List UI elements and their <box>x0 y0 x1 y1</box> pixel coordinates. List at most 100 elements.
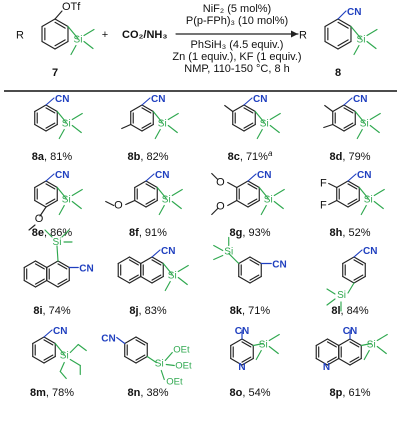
silyl-label: Si <box>53 237 62 248</box>
ring-bond <box>32 336 45 345</box>
ring-double-bond <box>43 354 54 361</box>
methyl-bond <box>177 264 189 273</box>
compound-id: 8l <box>331 305 340 317</box>
nitrile-bond <box>247 173 257 182</box>
methyl-bond <box>105 200 115 207</box>
quinoline-n-label: N <box>323 362 330 373</box>
nitrile-label: CN <box>357 170 371 181</box>
substituent-bond <box>323 123 334 129</box>
ring-double-bond <box>353 274 364 281</box>
methyl-bond <box>373 188 385 197</box>
ring-double-bond <box>128 274 139 281</box>
ring-bond <box>243 104 256 113</box>
methyl-bond <box>83 40 94 50</box>
ring-double-bond <box>349 341 360 348</box>
ring-bond <box>128 256 142 265</box>
ring-bond <box>34 199 47 208</box>
methoxy-label: O <box>216 177 225 189</box>
methyl-bond <box>177 276 188 286</box>
ring-bond <box>135 355 148 364</box>
ring-bond <box>151 256 164 265</box>
methyl-bond <box>71 112 83 121</box>
methyl-bond <box>171 188 183 197</box>
nitrile-bond <box>243 97 253 106</box>
ring-bond <box>45 104 58 113</box>
compound-caption-8j: 8j, 83% <box>129 305 167 317</box>
compound-caption-8o: 8o, 54% <box>230 387 271 399</box>
ring-bond <box>343 123 356 132</box>
silyl-bond <box>156 186 167 200</box>
nitrile-label: CN <box>161 246 175 257</box>
ring-double-bond <box>34 263 45 270</box>
ring-bond <box>45 180 58 189</box>
methyl-bond <box>164 280 171 292</box>
ring-bond <box>338 357 351 366</box>
ring-bond <box>140 256 153 265</box>
ring-double-bond <box>249 274 260 281</box>
compound-caption-8f: 8f, 91% <box>129 227 167 239</box>
methyl-bond <box>211 207 219 216</box>
substituent-label: R <box>16 30 24 42</box>
methyl-bond <box>167 112 179 121</box>
oet-label: OEt <box>166 377 183 388</box>
compound-yield: , 79% <box>342 151 370 163</box>
silyl-label: Si <box>259 340 268 351</box>
ring-double-bond <box>34 278 45 285</box>
ring-bond <box>336 180 349 189</box>
silyl-label: Si <box>357 35 366 46</box>
ring-double-bond <box>54 39 66 47</box>
ring-bond <box>124 355 137 364</box>
otf-bond <box>54 10 63 20</box>
silyl-bond <box>67 25 79 40</box>
oet-bond <box>160 369 165 381</box>
silyl-bond <box>252 342 264 347</box>
methyl-bond <box>356 128 363 140</box>
nitrile-bond <box>141 97 151 106</box>
compound-yield: , 54% <box>242 387 270 399</box>
ring-double-bond <box>241 356 252 363</box>
oet-bond <box>165 363 175 367</box>
nitrile-label: CN <box>257 170 271 181</box>
ring-bond <box>241 338 254 347</box>
ring-double-bond <box>128 259 139 266</box>
ring-bond <box>43 355 56 364</box>
ring-bond <box>324 18 339 28</box>
ring-bond <box>141 123 154 132</box>
ring-bond <box>342 256 355 265</box>
compound-caption-8d: 8d, 79% <box>330 151 371 163</box>
ring-double-bond <box>343 122 354 129</box>
ring-double-bond <box>54 21 66 29</box>
ring-double-bond <box>135 339 146 346</box>
ring-bond <box>315 338 329 347</box>
ethyl-bond <box>77 343 87 352</box>
methyl-bond <box>353 44 360 56</box>
methoxy-label: O <box>216 201 225 213</box>
ring-bond <box>238 256 251 265</box>
silyl-bond <box>358 186 369 200</box>
methyl-bond <box>269 112 281 121</box>
ring-bond <box>45 199 58 208</box>
plus-sign: + <box>102 29 108 41</box>
compound-yield: , 81% <box>44 151 72 163</box>
ring-double-bond <box>45 122 56 129</box>
ring-double-bond <box>326 341 337 348</box>
nitrile-bond <box>151 249 161 258</box>
silyl-label: Si <box>260 119 269 130</box>
compound-id: 8c <box>228 151 240 163</box>
ring-double-bond <box>45 198 56 205</box>
compound-yield: , 83% <box>139 305 167 317</box>
oet-label: OEt <box>173 345 190 356</box>
compound-caption-8c: 8c, 71%a <box>228 149 273 164</box>
methyl-bond <box>71 188 83 197</box>
nitrile-bond <box>45 173 55 182</box>
ring-bond <box>247 199 260 208</box>
ring-bond <box>140 275 153 284</box>
ring-double-bond <box>349 356 360 363</box>
compound-caption-8g: 8g, 93% <box>230 227 271 239</box>
compound-caption-8a: 8a, 81% <box>32 151 73 163</box>
silyl-bond <box>350 25 362 40</box>
substituent-bond <box>125 199 136 206</box>
